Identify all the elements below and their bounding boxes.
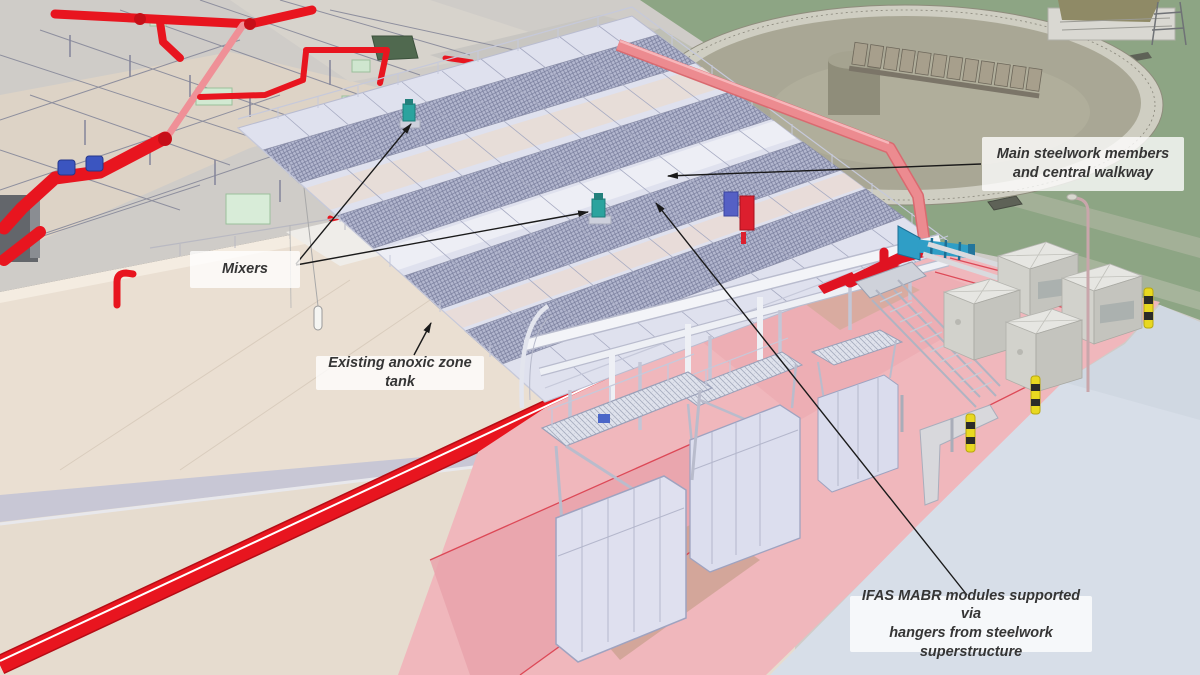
annotation-mabr-modules-text: IFAS MABR modules supported via hangers … — [861, 587, 1081, 660]
arrow-anoxic-tank — [413, 322, 432, 356]
lamp-post — [1066, 193, 1090, 392]
steelwork-superstructure — [236, 6, 950, 440]
mixer-unit — [588, 193, 612, 225]
manhole-cover — [987, 195, 1023, 211]
clarifier-bridge — [848, 41, 1043, 99]
annotation-steelwork: Main steelwork members and central walkw… — [982, 137, 1184, 191]
bollard — [1030, 375, 1041, 415]
annotation-mixers-text: Mixers — [222, 261, 268, 278]
annotation-steelwork-text: Main steelwork members and central walkw… — [996, 146, 1170, 181]
water-area — [770, 305, 1200, 675]
equipment-cabinets — [942, 241, 1144, 393]
pump-unit — [598, 414, 610, 423]
red-pipe-elbow — [113, 269, 137, 309]
leader-arrows — [295, 123, 982, 596]
cabinet — [996, 241, 1080, 317]
bollard — [965, 413, 976, 453]
valve-icon — [57, 155, 104, 176]
fire-main-pipes — [0, 5, 475, 266]
arrow-mabr-modules — [655, 202, 968, 596]
access-stairs — [855, 261, 1001, 452]
arrow-mixer-1 — [295, 123, 412, 265]
mabr-tower — [540, 353, 714, 663]
mabr-tower — [810, 329, 904, 493]
pink-transfer-pipe — [615, 39, 930, 239]
arrow-mixer-2 — [295, 210, 590, 266]
bollards — [965, 287, 1154, 453]
mabr-tower — [676, 337, 804, 573]
bollard — [1143, 287, 1154, 329]
annotation-anoxic-tank-text: Existing anoxic zone tank — [328, 355, 472, 390]
annotation-anoxic-tank: Existing anoxic zone tank — [316, 355, 484, 390]
central-walkway — [376, 121, 796, 270]
top-right-buildings — [1047, 0, 1187, 46]
concrete-kerb — [919, 404, 999, 506]
arrow-steelwork — [666, 163, 982, 179]
blue-panel — [723, 191, 739, 217]
cabinet — [1004, 308, 1084, 393]
louvre-vent — [1100, 300, 1134, 324]
mabr-module-towers — [540, 329, 904, 663]
steel-tower — [1151, 1, 1187, 46]
annotation-mixers: Mixers — [190, 251, 300, 288]
annotation-mabr-modules: IFAS MABR modules supported via hangers … — [850, 588, 1092, 660]
red-panel — [739, 195, 755, 231]
